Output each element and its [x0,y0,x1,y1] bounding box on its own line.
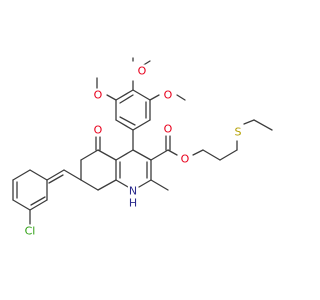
bond [115,119,134,131]
bond [149,94,160,101]
oxygen-label: O [94,89,103,102]
bond [138,179,152,188]
bond [115,89,134,101]
chlorine-label: Cl [25,225,36,238]
atom-o-ome3: O [162,88,174,102]
sulfur-label: S [235,126,242,139]
bond [243,119,255,125]
oxygen-label: O [164,123,173,136]
oxygen-label: O [94,124,103,137]
bond [119,116,136,126]
bond [48,174,64,184]
bond [12,169,31,181]
bond [167,149,178,156]
oxygen-label: O [164,89,173,102]
oxygen-label: O [181,153,190,166]
label-background [127,196,139,210]
bond [192,149,204,156]
hydrogen-label: H [129,197,137,210]
label-background [162,122,174,136]
bond [202,149,221,161]
bond [132,149,152,161]
atom-s-thioether: S [233,125,243,139]
bond [150,149,169,161]
bond [176,94,186,101]
bond [80,149,99,161]
atom-o-ester: O [179,152,191,166]
bond [115,179,129,188]
bond [253,119,273,131]
bond [97,179,117,191]
label-background [162,88,174,102]
molecule-canvas: O O O O O O S N H Cl [12,57,273,238]
bond [119,94,134,104]
bond [46,169,65,181]
label-background [233,125,243,139]
bond [150,179,169,191]
label-background [23,224,37,238]
label-background [92,88,104,102]
label-background [179,152,191,166]
atom-o-ome1: O [92,88,104,102]
oxygen-label: O [138,65,147,78]
bond [29,169,48,181]
bond [219,149,238,161]
atom-n-amine: N H [127,184,139,210]
label-background [127,184,139,198]
label-background [92,123,104,137]
atom-o-ome2: O [136,64,148,78]
atom-cl: Cl [23,224,37,238]
nitrogen-label: N [129,185,137,198]
bond [97,149,117,161]
bond [132,119,151,131]
bond [30,196,46,206]
bonds [12,57,273,225]
atom-o-ketone: O [92,123,104,137]
bond [80,179,99,191]
bond [115,149,134,161]
atom-o-ester-carbonyl: O [162,122,174,136]
bond [106,94,117,101]
bond [12,199,31,211]
label-background [136,64,148,78]
bond [29,199,48,211]
bond [132,89,151,101]
structure-drawing [12,57,273,225]
bond [63,169,82,181]
atom-labels: O O O O O O S N H Cl [23,64,243,238]
